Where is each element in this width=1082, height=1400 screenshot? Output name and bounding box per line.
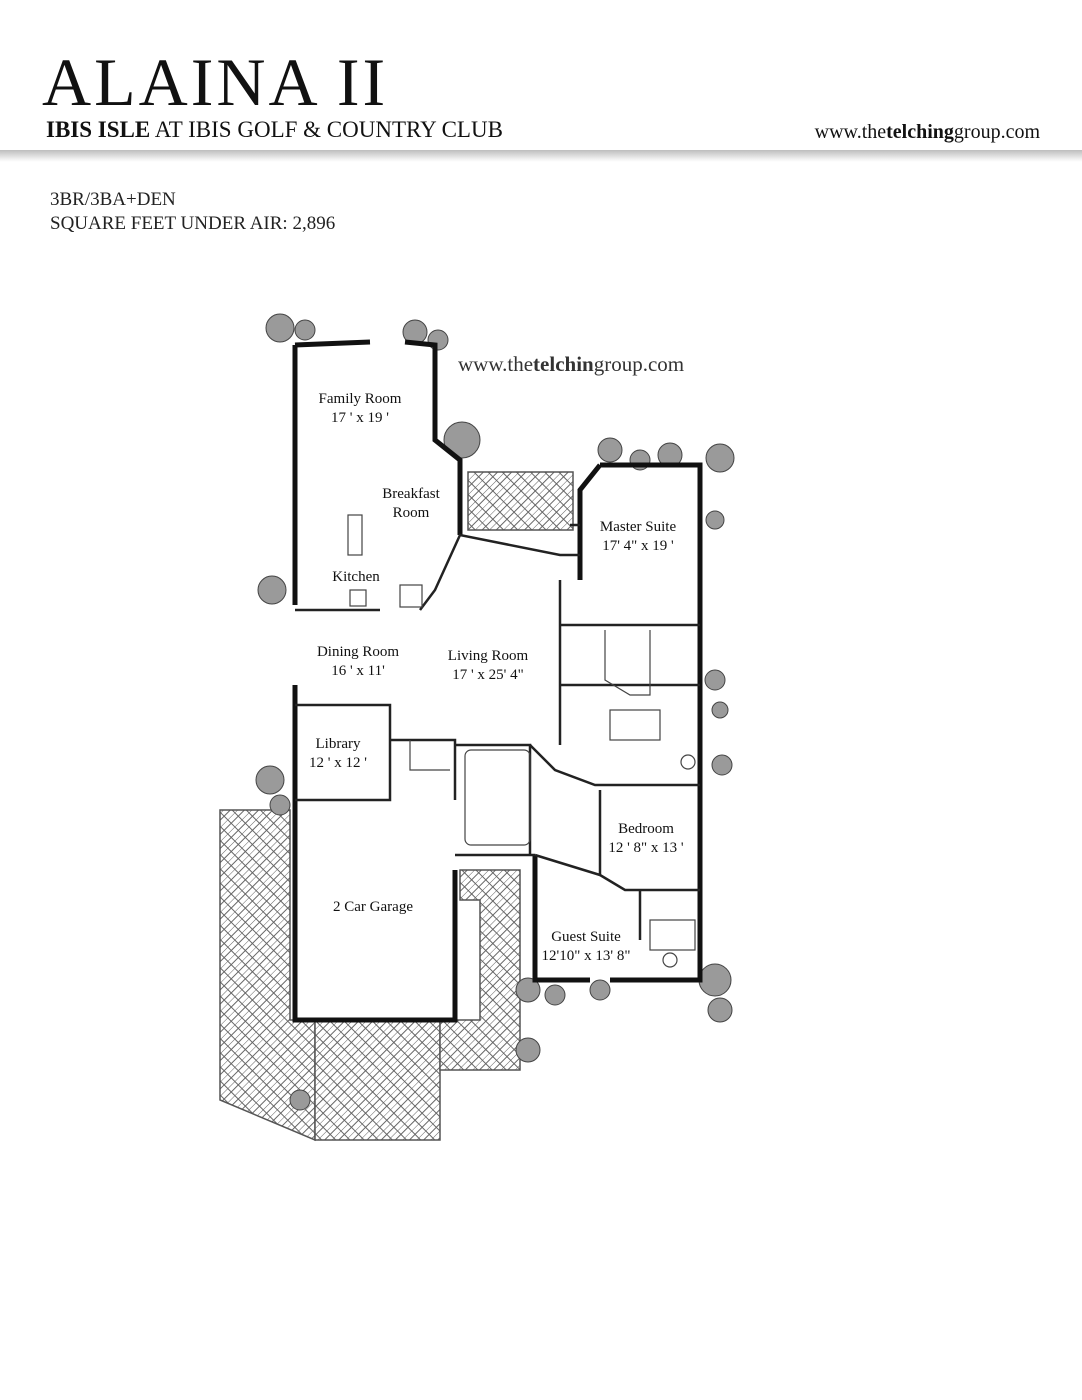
interior-walls xyxy=(295,523,700,940)
room-garage: 2 Car Garage xyxy=(333,898,413,917)
room-name: Bedroom xyxy=(618,821,674,837)
room-master-suite: Master Suite 17' 4" x 19 ' xyxy=(600,518,676,556)
floor-plan-drawing xyxy=(219,313,735,1142)
room-family: Family Room 17 ' x 19 ' xyxy=(319,390,402,428)
url-brand: telching xyxy=(886,121,954,143)
room-size: 17 ' x 19 ' xyxy=(331,410,389,426)
room-name: Master Suite xyxy=(599,519,677,535)
room-name: Guest Suite xyxy=(551,929,621,945)
header-divider xyxy=(0,150,1082,162)
fixtures xyxy=(347,514,696,968)
plan-url-brand: telchin xyxy=(533,352,594,376)
patio-pavers xyxy=(467,471,574,531)
driveway-center-pavers xyxy=(314,1019,441,1141)
room-name: Dining Room xyxy=(316,644,400,660)
room-name: Breakfast xyxy=(382,486,440,502)
room-guest-suite: Guest Suite 12'10" x 13' 8" xyxy=(542,928,631,966)
room-name-line-2: Room xyxy=(392,505,430,521)
room-bedroom: Bedroom 12 ' 8" x 13 ' xyxy=(608,820,683,858)
website-link[interactable]: www.thetelchinggroup.com xyxy=(815,122,1040,142)
room-name: Kitchen xyxy=(332,569,380,585)
community-name: IBIS ISLE xyxy=(46,117,151,142)
bedroom-count: 3BR/3BA+DEN xyxy=(50,189,176,210)
floor-plan: www.thetelchingroup.com Family Room 17 '… xyxy=(210,300,750,1160)
plan-watermark-url: www.thetelchingroup.com xyxy=(458,354,684,375)
url-suffix: group.com xyxy=(953,121,1040,143)
room-name: Living Room xyxy=(447,648,529,664)
room-dining: Dining Room 16 ' x 11' xyxy=(317,643,399,681)
room-size: 12 ' x 12 ' xyxy=(309,755,367,771)
room-kitchen: Kitchen xyxy=(332,568,379,587)
plan-url-suffix: group.com xyxy=(593,352,685,376)
url-prefix: www.the xyxy=(814,121,887,143)
page-title: ALAINA II xyxy=(42,44,389,120)
room-size: 17' 4" x 19 ' xyxy=(602,538,674,554)
square-footage: SQUARE FEET UNDER AIR: 2,896 xyxy=(50,213,336,234)
room-size: 12 ' 8" x 13 ' xyxy=(608,840,684,856)
home-specs: 3BR/3BA+DEN SQUARE FEET UNDER AIR: 2,896 xyxy=(50,188,335,236)
community-subtitle: IBIS ISLE AT IBIS GOLF & COUNTRY CLUB xyxy=(46,118,503,141)
page-header: ALAINA II IBIS ISLE AT IBIS GOLF & COUNT… xyxy=(0,0,1082,150)
room-size: 12'10" x 13' 8" xyxy=(541,948,631,964)
room-name: 2 Car Garage xyxy=(333,899,413,915)
room-living: Living Room 17 ' x 25' 4" xyxy=(448,647,528,685)
community-location: AT IBIS GOLF & COUNTRY CLUB xyxy=(150,117,503,142)
room-size: 16 ' x 11' xyxy=(331,663,385,679)
room-library: Library 12 ' x 12 ' xyxy=(309,735,367,773)
room-size: 17 ' x 25' 4" xyxy=(452,667,524,683)
room-name: Family Room xyxy=(318,391,402,407)
plan-url-prefix: www.the xyxy=(458,352,534,376)
room-breakfast: Breakfast Room xyxy=(382,485,439,523)
walkway-pavers xyxy=(439,869,521,1071)
room-name: Library xyxy=(315,736,361,752)
